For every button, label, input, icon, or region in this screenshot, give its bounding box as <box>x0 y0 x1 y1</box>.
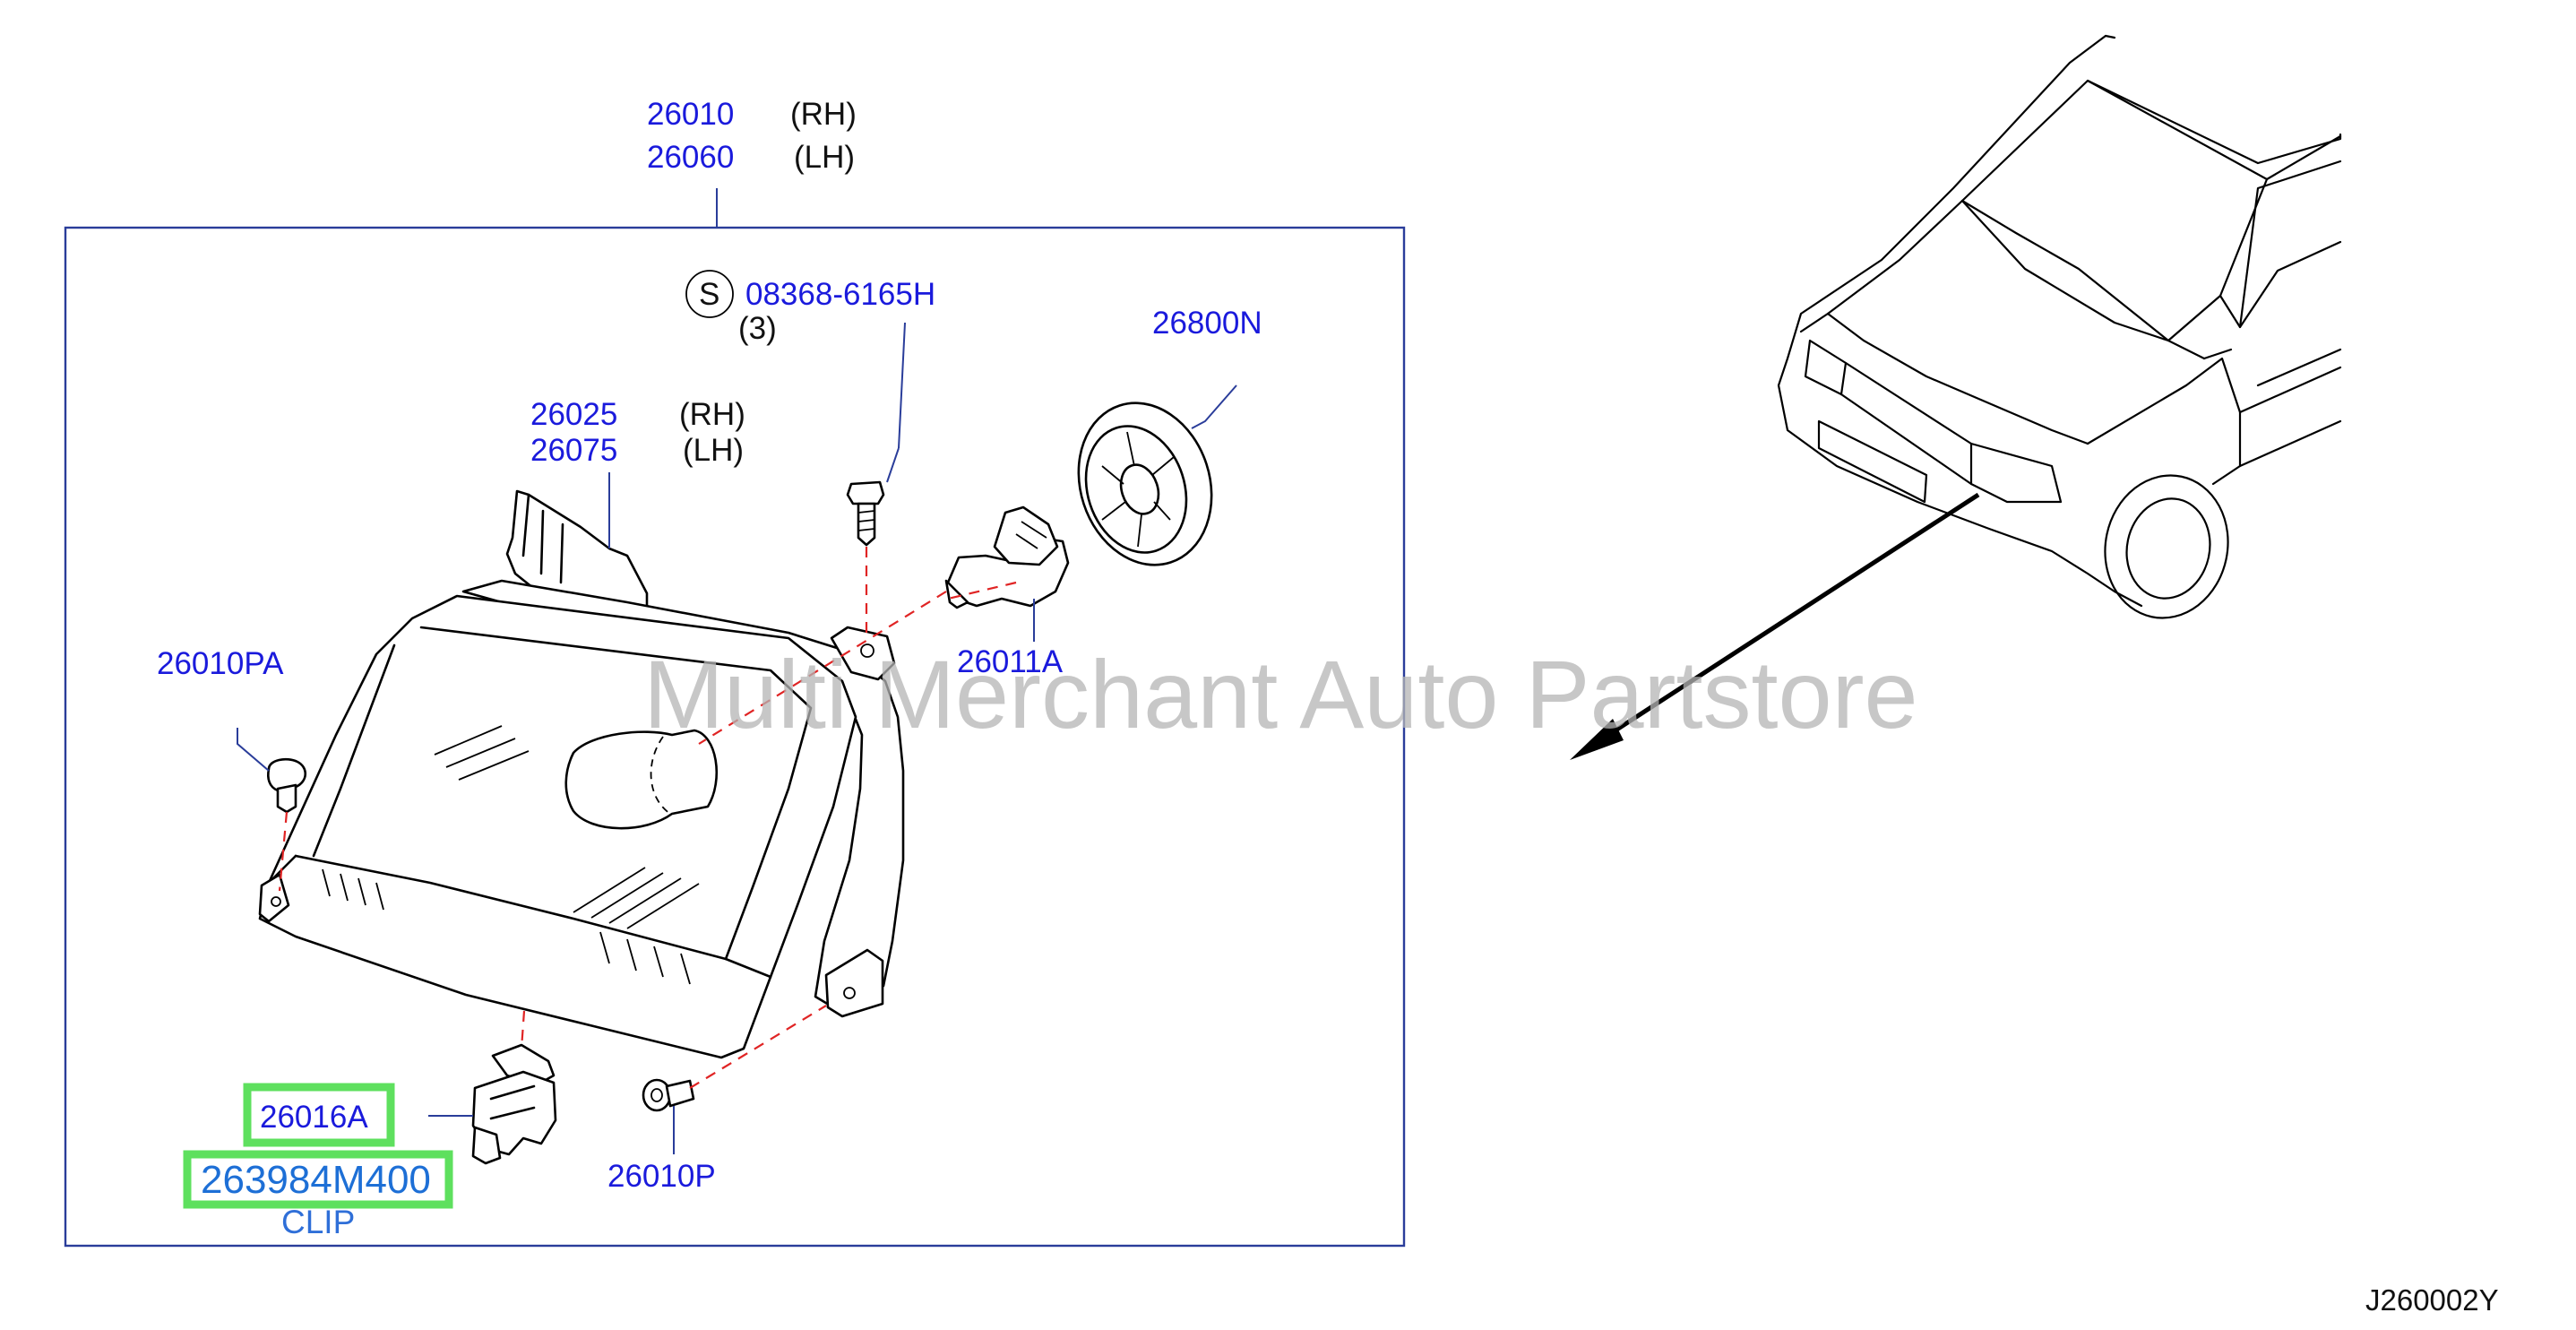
screw-threads <box>857 510 875 531</box>
bottom-screw-shank <box>665 1079 695 1108</box>
left-mount-hole <box>271 896 281 907</box>
screw-leader-b <box>886 447 900 483</box>
dash-grommet-to-tab <box>278 811 289 892</box>
car-hood-crease <box>1960 199 2206 360</box>
car-grille-bottom <box>1839 393 1973 486</box>
car-mirror <box>2202 348 2233 360</box>
lens-hatching-band <box>322 868 691 985</box>
screw-leader-a <box>898 322 906 449</box>
car-side-panel <box>2238 348 2342 468</box>
screw-shank <box>857 502 876 547</box>
right-mount-tab <box>824 948 884 1018</box>
grommet-leader <box>237 728 270 772</box>
screw-08368-6165H[interactable] <box>846 480 885 547</box>
screw-head <box>846 480 885 505</box>
screw-symbol-circle <box>685 270 734 318</box>
top-rear-mount-hole <box>860 643 874 658</box>
bracket-ribs <box>489 1084 536 1120</box>
diagram-code: J260002Y <box>2365 1283 2499 1317</box>
bracket-number-highlight <box>243 1083 395 1147</box>
screw-number: 08368-6165H <box>745 277 935 312</box>
car-front-fender <box>2086 357 2242 486</box>
cap-26800N[interactable] <box>1058 385 1232 582</box>
dash-screw-to-right-tab <box>689 1005 827 1089</box>
bracket-foot <box>471 1126 502 1165</box>
car-side-window-front <box>2238 160 2342 329</box>
vehicle-pointer-arrow-head <box>1570 719 1624 760</box>
car-windshield-top <box>2086 34 2342 165</box>
screw-symbol: S <box>699 277 719 312</box>
bulb-connector-ridges <box>1015 521 1047 549</box>
right-mount-hole <box>843 987 856 999</box>
car-body-front-outline <box>1777 34 2143 608</box>
car-front-wheel <box>2104 474 2229 619</box>
clip-caption: CLIP <box>281 1204 355 1240</box>
bracket-top <box>491 1043 556 1086</box>
car-roof-edge <box>2265 134 2342 181</box>
bulb-number: 26011A <box>957 644 1064 679</box>
grommet-head <box>267 757 307 792</box>
bottom-screw-number: 26010P <box>607 1159 716 1194</box>
watermark: Multi Merchant Auto Partstore <box>643 640 1918 748</box>
assembly-lh-number: 26060 <box>647 140 734 175</box>
lens-left-edge <box>312 643 396 858</box>
grommet-shank <box>276 783 297 814</box>
car-hood-left <box>1799 199 1964 333</box>
bottom-screw-recess <box>650 1088 663 1102</box>
clip-part-highlight <box>183 1150 453 1209</box>
housing-lh-side: (LH) <box>683 433 744 468</box>
dash-cap-to-bulb <box>947 581 1017 600</box>
screw-26010P[interactable] <box>642 1078 695 1112</box>
cap-leader <box>1191 384 1237 429</box>
bulb-connector <box>993 505 1059 566</box>
housing-rh-number: 26025 <box>530 397 617 432</box>
lens-hatching-mid <box>573 867 700 929</box>
assembly-rh-number: 26010 <box>647 97 734 132</box>
headlamp-assembly[interactable] <box>258 489 905 1059</box>
projector-bulb <box>564 729 719 830</box>
parts-frame <box>64 226 1406 1248</box>
housing-bracket-ribs <box>521 493 564 584</box>
grommet-26010PA[interactable] <box>267 757 307 814</box>
bracket-26016A[interactable] <box>471 1043 557 1165</box>
car-hood-front-edge <box>1826 312 2089 445</box>
car-front-wheel-rim <box>2125 497 2211 600</box>
vehicle-illustration <box>1777 34 2342 619</box>
cap-number: 26800N <box>1152 306 1262 341</box>
vehicle-pointer-arrow-line <box>1598 492 1980 743</box>
headlamp-lens[interactable] <box>258 594 857 1059</box>
car-left-headlamp <box>1804 339 1848 396</box>
dash-lamp-to-bracket <box>520 1010 526 1049</box>
cap-center-hub <box>1119 463 1160 515</box>
car-grille-top <box>1844 361 1973 445</box>
lens-hatching-top <box>434 725 530 781</box>
housing-lh-number: 26075 <box>530 433 617 468</box>
car-bumper-slot <box>1817 419 1928 504</box>
top-rear-mount-tab <box>830 626 896 681</box>
assembly-rh-side: (RH) <box>790 97 857 132</box>
grommet-number: 26010PA <box>157 646 284 681</box>
lens-inner-outline <box>419 626 813 961</box>
car-side-window-lower <box>2218 240 2342 329</box>
car-windshield <box>1960 79 2269 342</box>
housing-rh-side: (RH) <box>679 397 745 432</box>
car-right-headlamp <box>1969 442 2063 504</box>
projector-bulb-hidden-edge <box>650 736 671 815</box>
assembly-lh-side: (LH) <box>794 140 855 175</box>
bulb-26011A[interactable] <box>944 505 1070 609</box>
clip-part-number: 263984M400 <box>201 1158 431 1202</box>
lens-lower-band <box>294 854 772 979</box>
screw-quantity: (3) <box>738 311 777 346</box>
bracket-number: 26016A <box>260 1100 368 1135</box>
bottom-screw-head <box>642 1078 672 1112</box>
cap-spokes <box>1101 431 1175 548</box>
